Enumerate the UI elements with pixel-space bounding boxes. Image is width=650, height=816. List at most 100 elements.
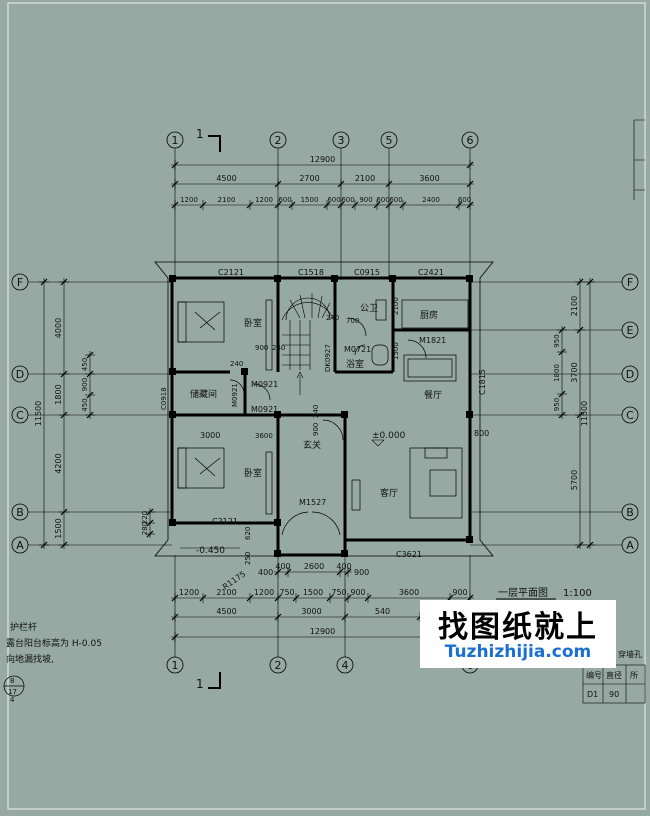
axis-bubbles: 123561246FFEDDCCBBAA [11,131,639,674]
room-public-wc: 公卫 [360,303,378,314]
room-foyer: 玄关 [303,439,321,451]
room-storage: 储藏间 [190,388,217,400]
table-cell: D1 [587,690,598,699]
axis-label-right: E [627,324,634,337]
axis-bubble-top [332,131,350,149]
axis-bubble-right [621,406,639,424]
dim-text: 11500 [580,401,589,426]
dim-text: 600 [458,196,471,204]
dim-inner: 700 [346,317,359,325]
axis-bubble-left [11,273,29,291]
room-kitchen: 厨房 [420,309,438,321]
title-block-edge [633,119,645,200]
axis-bubble-top [380,131,398,149]
axis-label-left: B [16,506,24,519]
stair [281,293,335,395]
dim-text: 900 [359,196,372,204]
sheet-frame [7,2,646,810]
axis-bubble-right [621,365,639,383]
axis-bubble-right [621,321,639,339]
axis-label-top: 5 [386,134,393,147]
dim-text: 900 [81,378,89,391]
axis-label-right: A [626,539,634,552]
note-3: 向地漏找坡, [6,653,54,665]
dim-inner: 240 [230,360,243,368]
dim-text: 1200 [255,196,273,204]
dim-text: 1200 [254,588,274,597]
dim-text: 2100 [355,174,375,183]
axis-label-right: D [626,368,634,381]
axis-bubble-right [621,273,639,291]
table-header: 所 [630,670,638,680]
dim-text: 3700 [570,362,579,382]
dim-text: 2400 [422,196,440,204]
dim-inner: 900 [255,344,268,352]
dim-text: 1200 [179,588,199,597]
dim-inner: 3600 [255,432,273,440]
axis-label-left: F [17,276,23,289]
room-bedroom-2: 卧室 [244,467,262,479]
axis-label-right: C [626,409,634,422]
dim-text: 4500 [216,174,236,183]
dim-text: 600 [376,196,389,204]
window-label: C2121 [218,268,244,277]
axis-label-top: 2 [275,134,282,147]
dim-text: 2100 [570,296,579,316]
axis-bubble-left [11,503,29,521]
section-mark-top: 1 [196,127,204,141]
furniture [177,299,469,536]
axis-bubble-bottom [336,656,354,674]
dim-text: 600 [341,196,354,204]
dim-text: 900 [452,588,467,597]
axis-label-top: 6 [467,134,474,147]
dim-text: 950 [553,334,561,347]
table-cell: 90 [609,690,619,699]
axis-label-right: F [627,276,633,289]
dim-text: 280 [141,522,149,535]
table-title-partial: 穿墙孔 [618,649,642,659]
dim-text: 5700 [570,470,579,490]
axis-bubble-left [11,536,29,554]
note-2: 露台阳台标高为 H-0.05 [6,637,102,649]
section-mark-bottom: 1 [196,677,204,691]
dim-text: 12900 [310,155,335,164]
dim-text: 600 [327,196,340,204]
level-outdoor: -0.450 [196,546,225,556]
window-label: C0918 [160,387,168,410]
dim-text: 450 [81,358,89,371]
detail-ref: 4 [10,696,15,704]
walls [170,276,472,557]
dim-text: 540 [375,607,390,616]
axis-bubble-top [269,131,287,149]
dim-text: 2600 [304,562,324,571]
axis-bubble-left [11,365,29,383]
dim-text: 400 [336,562,351,571]
dim-inner: 800 [474,429,489,438]
watermark-url: Tuzhizhijia.com [444,642,592,662]
dim-text: 400 [275,562,290,571]
door-label: DK0927 [324,344,332,372]
dim-text: 1200 [180,196,198,204]
room-bedroom-1: 卧室 [244,317,262,329]
dim-text: 1500 [301,196,319,204]
plan-scale: 1:100 [563,588,592,599]
axis-label-left: A [16,539,24,552]
axis-bubble-right [621,503,639,521]
watermark-title: 找图纸就上 [438,610,598,645]
section-cut-top [208,135,221,152]
dim-inner: 2100 [392,297,400,315]
window-label: C2121 [212,517,238,526]
dim-inner: 240 [272,344,285,352]
dim-inner: 250 [244,552,252,565]
door-label: M0921 [231,383,239,407]
dim-text: 1500 [54,518,63,538]
window-label: C3621 [396,550,422,559]
dim-inner: 400 [258,568,273,577]
level-symbol [371,439,385,447]
axis-label-top: 1 [172,134,179,147]
dim-text: 11500 [34,401,43,426]
dim-text: 2100 [218,196,236,204]
dim-text: 4500 [216,607,236,616]
